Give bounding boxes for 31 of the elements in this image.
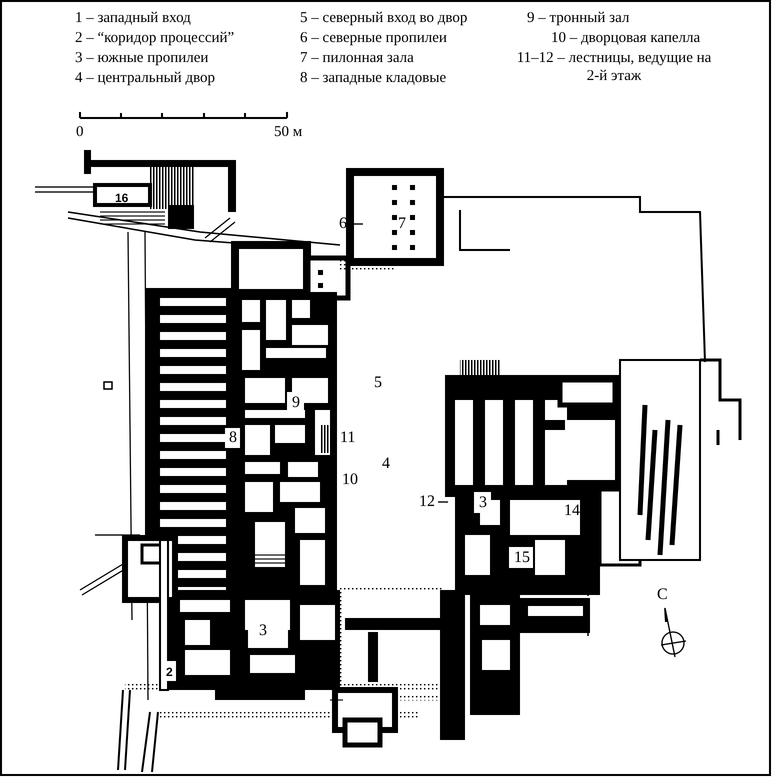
legend-entry: 3 – южные пропилеи <box>75 49 208 67</box>
room-number: 11 <box>339 430 356 446</box>
room-number: 3 <box>478 495 488 511</box>
scale-label: 50 м <box>274 123 302 141</box>
room-number: 9 <box>291 395 301 411</box>
legend-entry: 11–12 – лестницы, ведущие на 2-й этаж <box>516 49 712 85</box>
legend-entry: 9 – тронный зал <box>527 9 630 27</box>
room-number: 8 <box>228 430 238 446</box>
legend-entry: 8 – западные кладовые <box>300 69 446 87</box>
room-number: 7 <box>397 216 407 232</box>
leader-line <box>351 223 363 225</box>
room-number: 2 <box>165 664 174 680</box>
room-number: 10 <box>341 472 359 488</box>
room-number: 15 <box>513 550 531 566</box>
legend-entry: 1 – западный вход <box>75 9 191 27</box>
room-number: 14 <box>563 503 581 519</box>
room-number: 12 <box>418 494 436 510</box>
legend-entry: 6 – северные пропилеи <box>300 29 447 47</box>
compass-letter: С <box>656 587 669 603</box>
legend-entry: 2 – “коридор процессий” <box>75 29 234 47</box>
room-number: 5 <box>373 375 383 391</box>
legend-entry: 7 – пилонная зала <box>300 49 414 67</box>
room-number: 6 <box>338 216 348 232</box>
scale-label: 0 <box>76 123 84 141</box>
legend-entry: 4 – центральный двор <box>75 69 216 87</box>
room-number: 16 <box>114 190 130 206</box>
leader-line <box>438 501 448 503</box>
room-number: 3 <box>258 623 268 639</box>
legend-entry: 10 – дворцовая капелла <box>551 29 700 47</box>
legend-entry: 5 – северный вход во двор <box>300 9 468 27</box>
room-number: 4 <box>381 456 391 472</box>
